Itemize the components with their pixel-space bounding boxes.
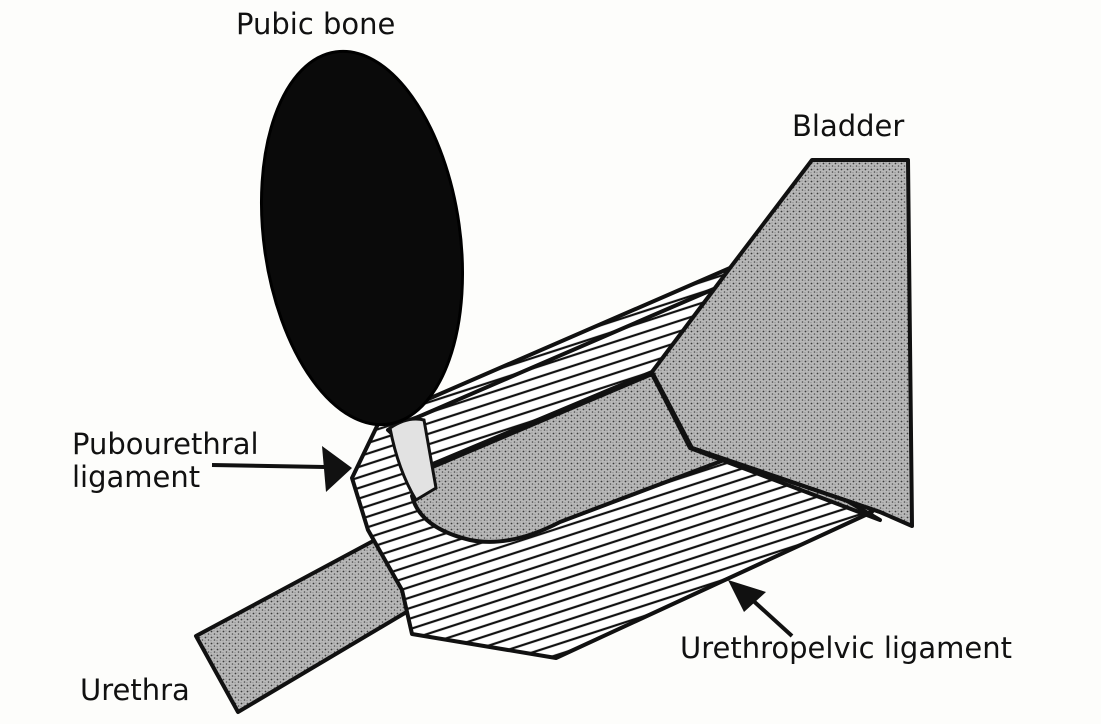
pubourethral-label-line1: Pubourethral <box>72 428 259 461</box>
bladder-label: Bladder <box>792 110 904 143</box>
urethropelvic-arrow <box>728 580 792 636</box>
pubourethral-label-line2: ligament <box>72 461 259 494</box>
pubourethral-ligament-label: Pubourethral ligament <box>72 428 259 494</box>
pubic-bone-label: Pubic bone <box>236 8 395 41</box>
urethropelvic-ligament-label: Urethropelvic ligament <box>680 632 1012 665</box>
urethra-label: Urethra <box>80 674 190 707</box>
pubic-bone-shape <box>239 38 485 438</box>
